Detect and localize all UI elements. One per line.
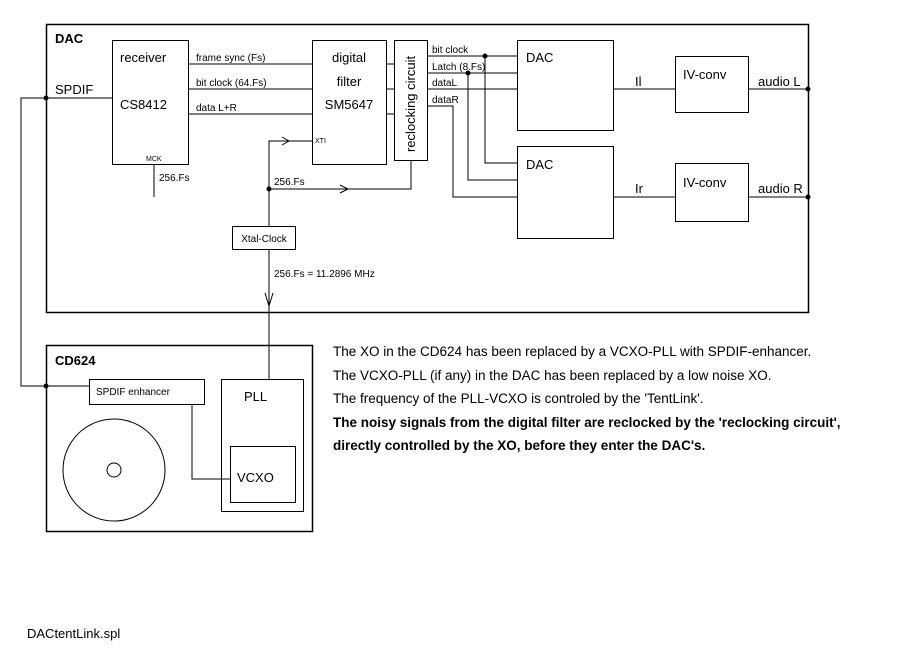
spdif-line — [20, 97, 112, 387]
reclock-clock-line — [269, 161, 412, 190]
mck-label: 256.Fs — [159, 173, 190, 184]
filter-pin-xti: XTI — [315, 138, 326, 145]
reclocking-label: reclocking circuit — [403, 56, 418, 152]
vcxo-block — [230, 446, 296, 503]
note-line-2: The VCXO-PLL (if any) in the DAC has bee… — [333, 367, 772, 383]
filename-label: DACtentLink.spl — [27, 626, 121, 641]
pll-block — [221, 379, 304, 512]
data-label: data L+R — [196, 103, 237, 114]
notes: The XO in the CD624 has been replaced by… — [333, 340, 903, 458]
cd624-title: CD624 — [55, 353, 96, 368]
note-line-5: directly controlled by the XO, before th… — [333, 438, 706, 453]
dac-enclosure — [45, 23, 810, 314]
xti-clock-line — [268, 140, 312, 226]
frame-sync-label: frame sync (Fs) — [196, 53, 265, 64]
filter-line2: filter — [337, 74, 362, 89]
ivconv-left-label: IV-conv — [683, 67, 727, 82]
disc-icon — [62, 418, 166, 522]
receiver-pin-mck: MCK — [146, 156, 162, 163]
receiver-chip: CS8412 — [120, 97, 167, 112]
disc-hole-icon — [106, 462, 122, 478]
xtal-clock-block — [232, 226, 296, 250]
clock-label: 256.Fs — [274, 177, 305, 188]
reclocking-block — [394, 40, 428, 161]
note-line-4: The noisy signals from the digital filte… — [333, 414, 841, 430]
cd624-enclosure — [45, 344, 314, 533]
spdif-enhancer-block — [89, 379, 205, 405]
reclock-bitclock-label: bit clock — [432, 45, 469, 56]
dac-left-label: DAC — [526, 50, 553, 65]
filter-chip: SM5647 — [325, 97, 373, 112]
note-line-3: The frequency of the PLL-VCXO is control… — [333, 391, 704, 406]
bit-clock-label: bit clock (64.Fs) — [196, 78, 267, 89]
filter-line1: digital — [332, 50, 366, 65]
ir-label: Ir — [635, 181, 644, 196]
dac-right-label: DAC — [526, 157, 553, 172]
vcxo-label: VCXO — [237, 470, 274, 485]
spdif-enhancer-label: SPDIF enhancer — [96, 387, 171, 398]
dac-right-block — [517, 146, 614, 239]
spdif-label: SPDIF — [55, 82, 93, 97]
audio-l-label: audio L — [758, 74, 801, 89]
enhancer-vcxo-line — [191, 404, 230, 480]
note-line-1: The XO in the CD624 has been replaced by… — [333, 344, 812, 359]
ivconv-left-block — [675, 56, 749, 113]
reclock-latch-label: Latch (8.Fs) — [432, 62, 485, 73]
xtal-freq-label: 256.Fs = 11.2896 MHz — [274, 269, 375, 280]
receiver-block — [112, 40, 189, 165]
digital-filter-block — [312, 40, 387, 165]
receiver-title: receiver — [120, 50, 167, 65]
xtal-label: Xtal-Clock — [241, 234, 288, 245]
dac-title: DAC — [55, 31, 84, 46]
ivconv-right-block — [675, 163, 749, 222]
pll-label: PLL — [244, 389, 267, 404]
ivconv-right-label: IV-conv — [683, 175, 727, 190]
reclock-datar-line — [428, 105, 517, 198]
dac-left-block — [517, 40, 614, 131]
il-label: Il — [635, 74, 642, 89]
audio-r-label: audio R — [758, 181, 803, 196]
reclock-datar-label: dataR — [432, 95, 459, 106]
reclock-datal-label: dataL — [432, 78, 457, 89]
